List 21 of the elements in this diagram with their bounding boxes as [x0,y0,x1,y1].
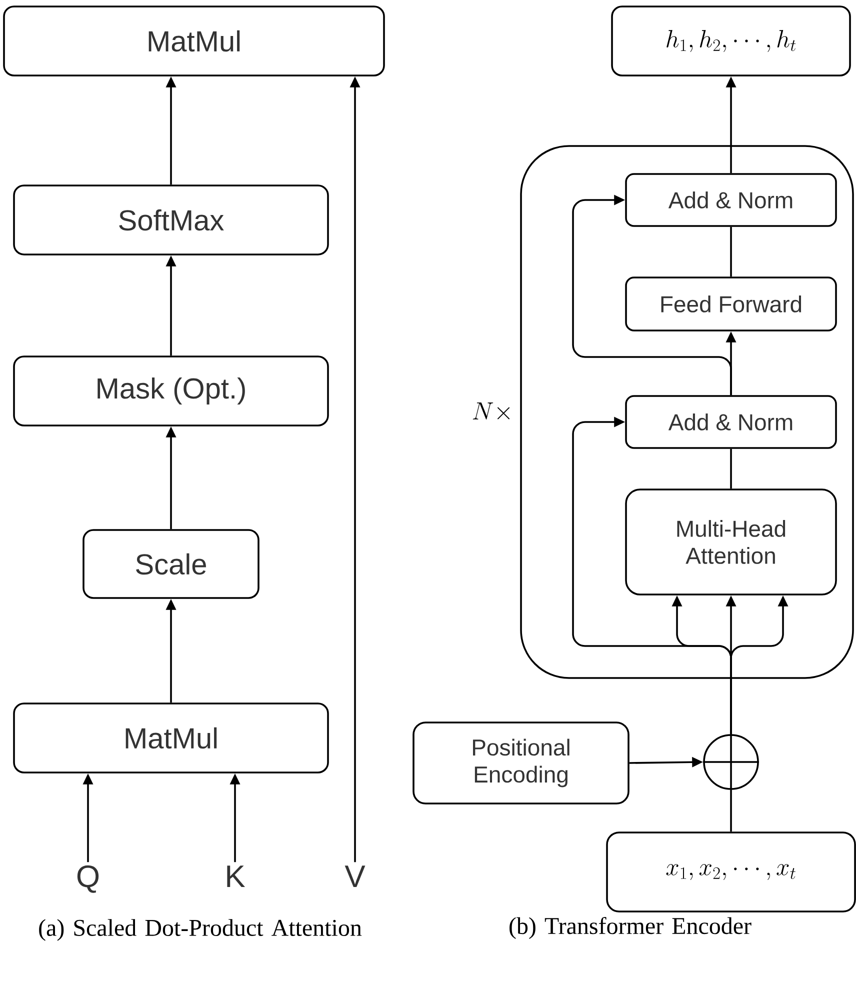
process-box: Mask (Opt.) [13,356,329,426]
process-box: Add & Norm [625,395,837,449]
process-box: Scale [82,529,260,599]
node-label: $N\times$ [472,402,510,420]
input-label: V [344,866,366,887]
process-box: Feed Forward [625,276,837,332]
process-box: MatMul [3,6,385,76]
arrow [572,194,732,396]
caption: (a) Scaled Dot-Product Attention [39,919,362,941]
process-box: Positional Encoding [412,722,630,804]
input-label: Q [77,865,99,893]
input-box: $x_1, x_2, \cdots, x_t$ [606,832,856,912]
caption: (b) Transformer Encoder [510,917,752,939]
process-box: MatMul [13,702,329,774]
input-label: K [227,866,245,887]
process-box: Multi-Head Attention [625,488,837,596]
process-box: Add & Norm [625,173,837,227]
arrow [572,416,732,734]
adder-symbol [703,734,759,790]
output-box: $h_1, h_2, \cdots, h_t$ [611,6,851,76]
process-box: SoftMax [13,184,329,256]
